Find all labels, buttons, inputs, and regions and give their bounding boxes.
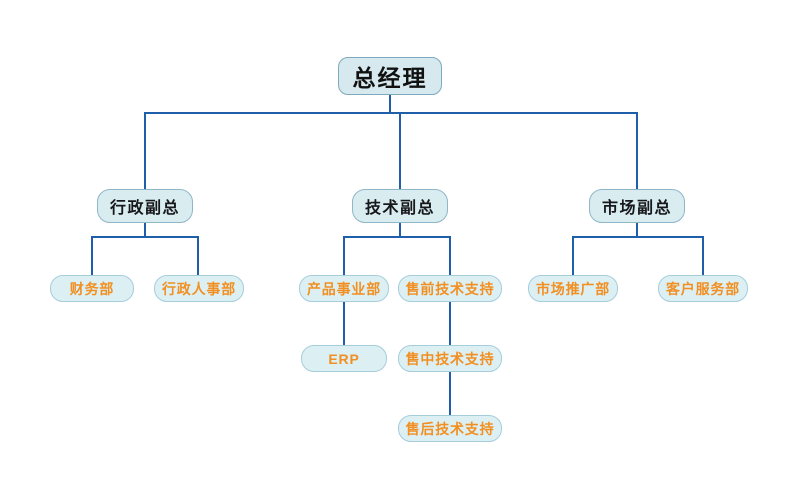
node-label-tech-vp: 技术副总 xyxy=(364,200,435,217)
node-market-promo[interactable]: 市场推广部 xyxy=(528,275,618,302)
node-product-div[interactable]: 产品事业部 xyxy=(299,275,389,302)
connector-tech-vp-to-children xyxy=(343,222,401,276)
node-market-vp[interactable]: 市场副总 xyxy=(589,189,685,223)
connector-market-vp-to-children-1 xyxy=(636,236,704,276)
connector-gm-to-vps xyxy=(144,94,391,190)
node-insale-support[interactable]: 售中技术支持 xyxy=(398,345,502,372)
node-customer-service[interactable]: 客户服务部 xyxy=(658,275,748,302)
node-aftersale-support[interactable]: 售后技术支持 xyxy=(398,415,502,442)
connector-admin-vp-to-children-1 xyxy=(144,236,199,276)
connector-admin-vp-to-children xyxy=(91,222,146,276)
node-label-presale-support: 售前技术支持 xyxy=(405,280,495,297)
node-label-finance: 财务部 xyxy=(69,280,115,297)
node-label-erp: ERP xyxy=(328,350,360,367)
node-label-product-div: 产品事业部 xyxy=(307,280,381,297)
node-label-insale-support: 售中技术支持 xyxy=(405,350,495,367)
node-label-aftersale-support: 售后技术支持 xyxy=(405,420,495,437)
connector-gm-to-vps-2 xyxy=(389,112,638,190)
node-erp[interactable]: ERP xyxy=(301,345,387,372)
node-label-market-vp: 市场副总 xyxy=(601,200,672,217)
node-admin-vp[interactable]: 行政副总 xyxy=(97,189,193,223)
node-tech-vp[interactable]: 技术副总 xyxy=(352,189,448,223)
node-label-admin-vp: 行政副总 xyxy=(109,200,180,217)
connector-market-vp-to-children xyxy=(572,222,638,276)
node-label-gm: 总经理 xyxy=(352,65,428,91)
node-label-market-promo: 市场推广部 xyxy=(536,280,610,297)
connector-gm-to-vps-1 xyxy=(389,112,401,190)
node-finance[interactable]: 财务部 xyxy=(50,275,134,302)
node-gm[interactable]: 总经理 xyxy=(338,57,442,95)
node-label-admin-hr: 行政人事部 xyxy=(162,280,236,297)
connector-tech-vp-to-children-1 xyxy=(399,236,451,276)
node-label-customer-service: 客户服务部 xyxy=(666,280,740,297)
node-admin-hr[interactable]: 行政人事部 xyxy=(154,275,244,302)
node-presale-support[interactable]: 售前技术支持 xyxy=(398,275,502,302)
